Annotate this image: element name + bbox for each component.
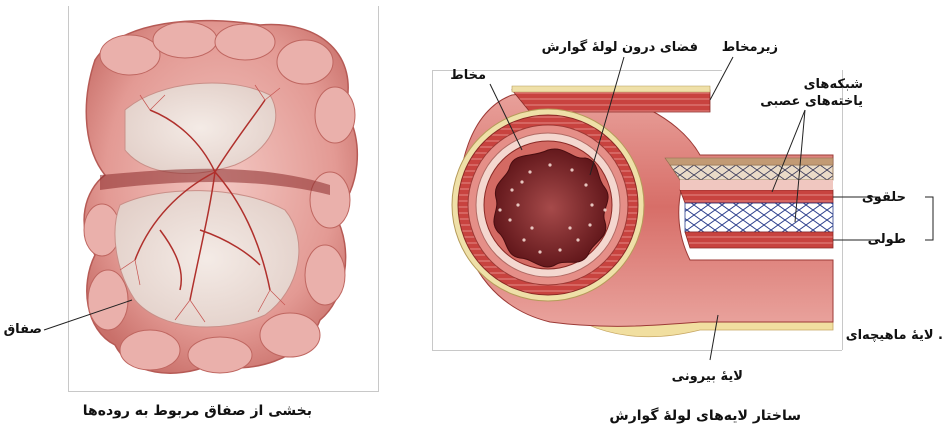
intestine-illustration — [0, 0, 400, 430]
longitudinal-muscle-label: طولی — [868, 233, 906, 246]
digestive-tube-illustration — [400, 0, 943, 430]
right-figure-caption: ساختار لایه‌های لولهٔ گوارش — [609, 409, 801, 423]
lumen-label: فضای درون لولهٔ گوارش — [542, 41, 698, 54]
muscular-layer-label: . لایهٔ ماهیچه‌ای — [846, 329, 943, 342]
mucosa-label: مخاط — [450, 69, 486, 82]
nerve-network-band — [685, 203, 833, 232]
peritoneum-membrane — [115, 191, 299, 327]
nerve-networks-label-line1: شبکه‌های — [804, 78, 863, 91]
outer-layer-label: لایهٔ بیرونی — [672, 370, 743, 383]
left-figure-caption: بخشی از صفاق مربوط به روده‌ها — [83, 404, 312, 418]
submucosa-band — [670, 165, 833, 180]
nerve-networks-label-line2: یاخته‌های عصبی — [760, 95, 863, 108]
circular-muscle-label: حلقوی — [862, 191, 906, 204]
digestive-tube-layers-figure: فضای درون لولهٔ گوارش زیرمخاط مخاط شبکه‌… — [400, 0, 943, 430]
longitudinal-muscle-band — [685, 232, 833, 248]
submucosa-label: زیرمخاط — [722, 41, 778, 54]
peritoneum-label: صفاق — [4, 323, 42, 336]
intestine-peritoneum-figure: صفاق بخشی از صفاق مربوط به روده‌ها — [0, 0, 400, 430]
lumen-space — [494, 149, 608, 267]
circular-muscle-band — [680, 190, 833, 203]
